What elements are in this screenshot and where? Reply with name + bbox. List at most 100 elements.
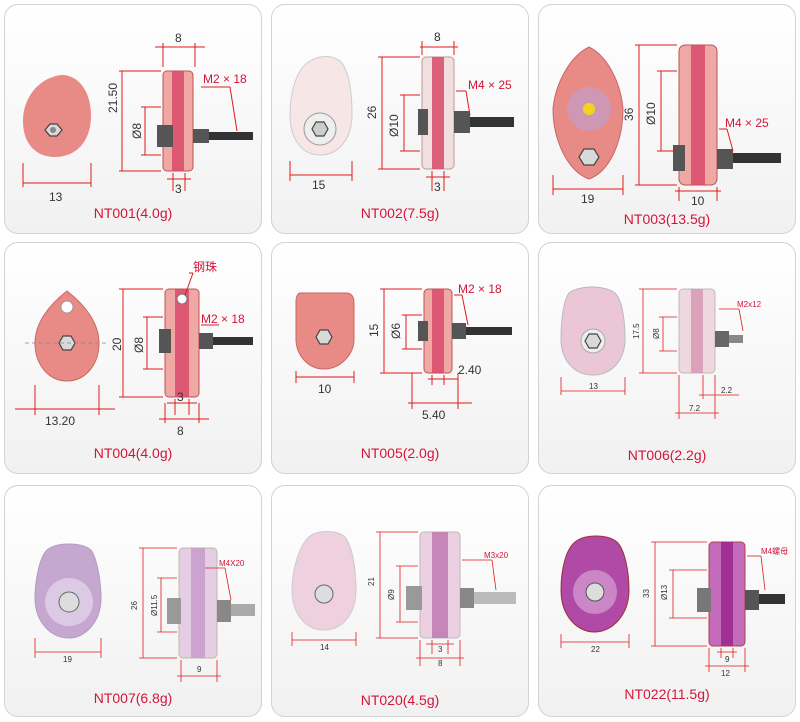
product-caption: NT001(4.0g)	[93, 205, 173, 221]
hex-nut-icon	[311, 121, 329, 137]
nt003-drawing: 36 Ø10 19 10 M4 × 25	[552, 44, 781, 208]
thread-label: M4X20	[219, 559, 245, 568]
dim-groove: 9	[725, 655, 730, 664]
bearing-center	[583, 103, 595, 115]
dim-diameter: Ø11.5	[150, 594, 159, 616]
nut-rear	[717, 149, 733, 169]
product-caption: NT006(2.2g)	[627, 447, 707, 463]
nut-rear	[217, 600, 231, 622]
nt005-drawing: 15 Ø6 10 2.40 5.40 M2 × 18	[295, 282, 512, 422]
pulley-groove	[691, 45, 705, 185]
dim-side-width: 13	[49, 190, 63, 204]
steel-ball-icon	[176, 293, 188, 305]
nut-front	[157, 125, 173, 147]
dim-width: 8	[175, 31, 182, 45]
dimension-lines	[295, 288, 472, 409]
dim-front-width: 12	[721, 669, 730, 678]
product-card-nt022: 33 Ø13 22 9 12 M4螺母 NT022(11.5g)	[538, 485, 796, 717]
bolt-head-icon	[58, 591, 80, 613]
product-card-nt006: 17.5 Ø8 13 2.2 7.2 M2x12 NT006(2.2g)	[538, 242, 796, 474]
pulley-groove	[432, 532, 448, 638]
thread-label: M2x12	[737, 300, 762, 309]
dimension-lines	[291, 531, 497, 666]
product-caption: NT005(2.0g)	[360, 445, 440, 461]
nt006-drawing: 17.5 Ø8 13 2.2 7.2 M2x12	[560, 286, 762, 419]
hex-nut-icon	[578, 148, 600, 166]
dim-width: 8	[434, 30, 441, 44]
threaded-bolt	[733, 153, 781, 163]
dim-side-width: 19	[63, 655, 72, 664]
thread-label: M2 × 18	[458, 282, 502, 296]
steel-ball-hole	[60, 300, 74, 314]
pulley-groove	[721, 542, 733, 646]
thread-label: M4 × 25	[468, 78, 512, 92]
pulley-groove	[191, 548, 205, 658]
nut-front	[167, 598, 181, 624]
dim-diameter: Ø8	[130, 123, 144, 139]
nt022-drawing: 33 Ø13 22 9 12 M4螺母	[560, 535, 788, 678]
nut-rear	[745, 590, 759, 610]
thread-label: M2 × 18	[203, 72, 247, 86]
pulley-groove	[175, 289, 189, 397]
pulley-groove	[691, 289, 703, 373]
nt020-drawing: 21 Ø9 14 3 8 M3x20	[291, 531, 516, 668]
nt001-drawing: 8 21.50 Ø8 13 3 M2 × 18	[22, 31, 253, 204]
dim-diameter: Ø10	[387, 114, 401, 137]
dimension-lines	[552, 44, 734, 201]
dim-diameter: Ø9	[387, 589, 396, 600]
threaded-bolt	[209, 132, 253, 140]
dimension-lines	[289, 41, 471, 191]
dim-diameter: Ø10	[644, 102, 658, 125]
product-caption: NT020(4.5g)	[360, 692, 440, 708]
thread-label: M4 × 25	[725, 116, 769, 130]
dim-side-width: 13.20	[45, 414, 75, 428]
nt004-drawing: 20 Ø8 13.20 3 8 钢珠 M2 × 18	[15, 260, 253, 438]
threaded-bolt	[470, 117, 514, 127]
nut-front	[406, 586, 422, 610]
dim-height: 21.50	[106, 83, 120, 113]
dim-height: 20	[110, 337, 124, 351]
dim-groove: 2.40	[458, 363, 482, 377]
dimension-lines	[34, 547, 232, 682]
dim-height: 36	[622, 107, 636, 121]
dim-side-width: 19	[581, 192, 595, 206]
nut-rear	[452, 323, 466, 339]
pulley-side-body	[23, 74, 91, 157]
nut-front	[418, 321, 428, 341]
dim-height: 33	[642, 589, 651, 598]
product-card-nt001: 8 21.50 Ø8 13 3 M2 × 18 NT001(4.0g)	[4, 4, 262, 234]
dimension-lines	[15, 272, 219, 423]
threaded-bolt	[231, 604, 255, 616]
nut-rear	[715, 331, 729, 347]
dim-front-width: 10	[691, 194, 705, 208]
dimension-lines	[560, 288, 744, 419]
dimension-lines	[22, 43, 238, 191]
dim-groove: 2.2	[721, 386, 733, 395]
threaded-bolt	[729, 335, 743, 343]
nut-rear	[193, 129, 209, 143]
nut-front	[159, 329, 171, 353]
dim-height: 21	[367, 577, 376, 586]
pulley-groove	[172, 71, 184, 171]
nut-rear	[454, 111, 470, 133]
thread-label: M4螺母	[761, 546, 788, 556]
nut-rear	[199, 333, 213, 349]
dim-front-width: 5.40	[422, 408, 446, 422]
product-card-nt003: 36 Ø10 19 10 M4 × 25 NT003(13.5g)	[538, 4, 796, 234]
dim-front-width: 7.2	[689, 404, 701, 413]
thread-label: M3x20	[484, 551, 509, 560]
dim-height: 15	[367, 323, 381, 337]
product-card-nt005: 15 Ø6 10 2.40 5.40 M2 × 18 NT005(2.0g)	[271, 242, 529, 474]
product-caption: NT022(11.5g)	[624, 686, 710, 702]
dim-side-width: 14	[320, 643, 329, 652]
hex-nut-icon	[584, 333, 602, 349]
steel-ball-label: 钢珠	[193, 260, 217, 274]
dim-groove: 3	[434, 180, 441, 194]
bolt-head-icon	[585, 582, 605, 602]
product-card-nt002: 8 26 Ø10 15 3 M4 × 25 NT002(7.5g)	[271, 4, 529, 234]
nut-front	[697, 588, 711, 612]
thread-label: M2 × 18	[201, 312, 245, 326]
hex-nut-icon	[315, 329, 333, 345]
threaded-bolt	[466, 327, 512, 335]
dimension-lines	[560, 541, 766, 672]
